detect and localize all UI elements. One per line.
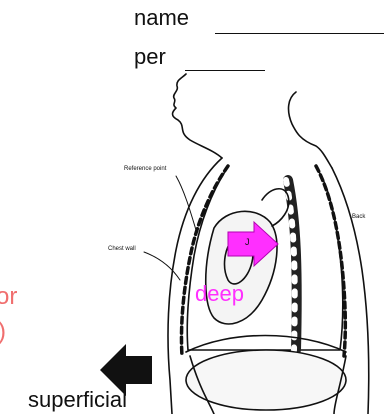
superficial-label: superficial xyxy=(28,389,127,411)
cut-off-text-top: or xyxy=(0,285,17,309)
reference-point-label: Reference point xyxy=(124,166,166,172)
face-profile xyxy=(173,74,223,158)
chest-wall-label: Chest wall xyxy=(108,246,136,252)
back-label: Back xyxy=(352,214,365,220)
deep-label: deep xyxy=(195,283,244,305)
neck-back xyxy=(289,92,332,168)
cut-off-text-bottom: ) xyxy=(0,320,6,344)
arrow-letter: J xyxy=(245,238,250,247)
heart xyxy=(206,211,277,324)
reference-pointer xyxy=(176,176,196,230)
